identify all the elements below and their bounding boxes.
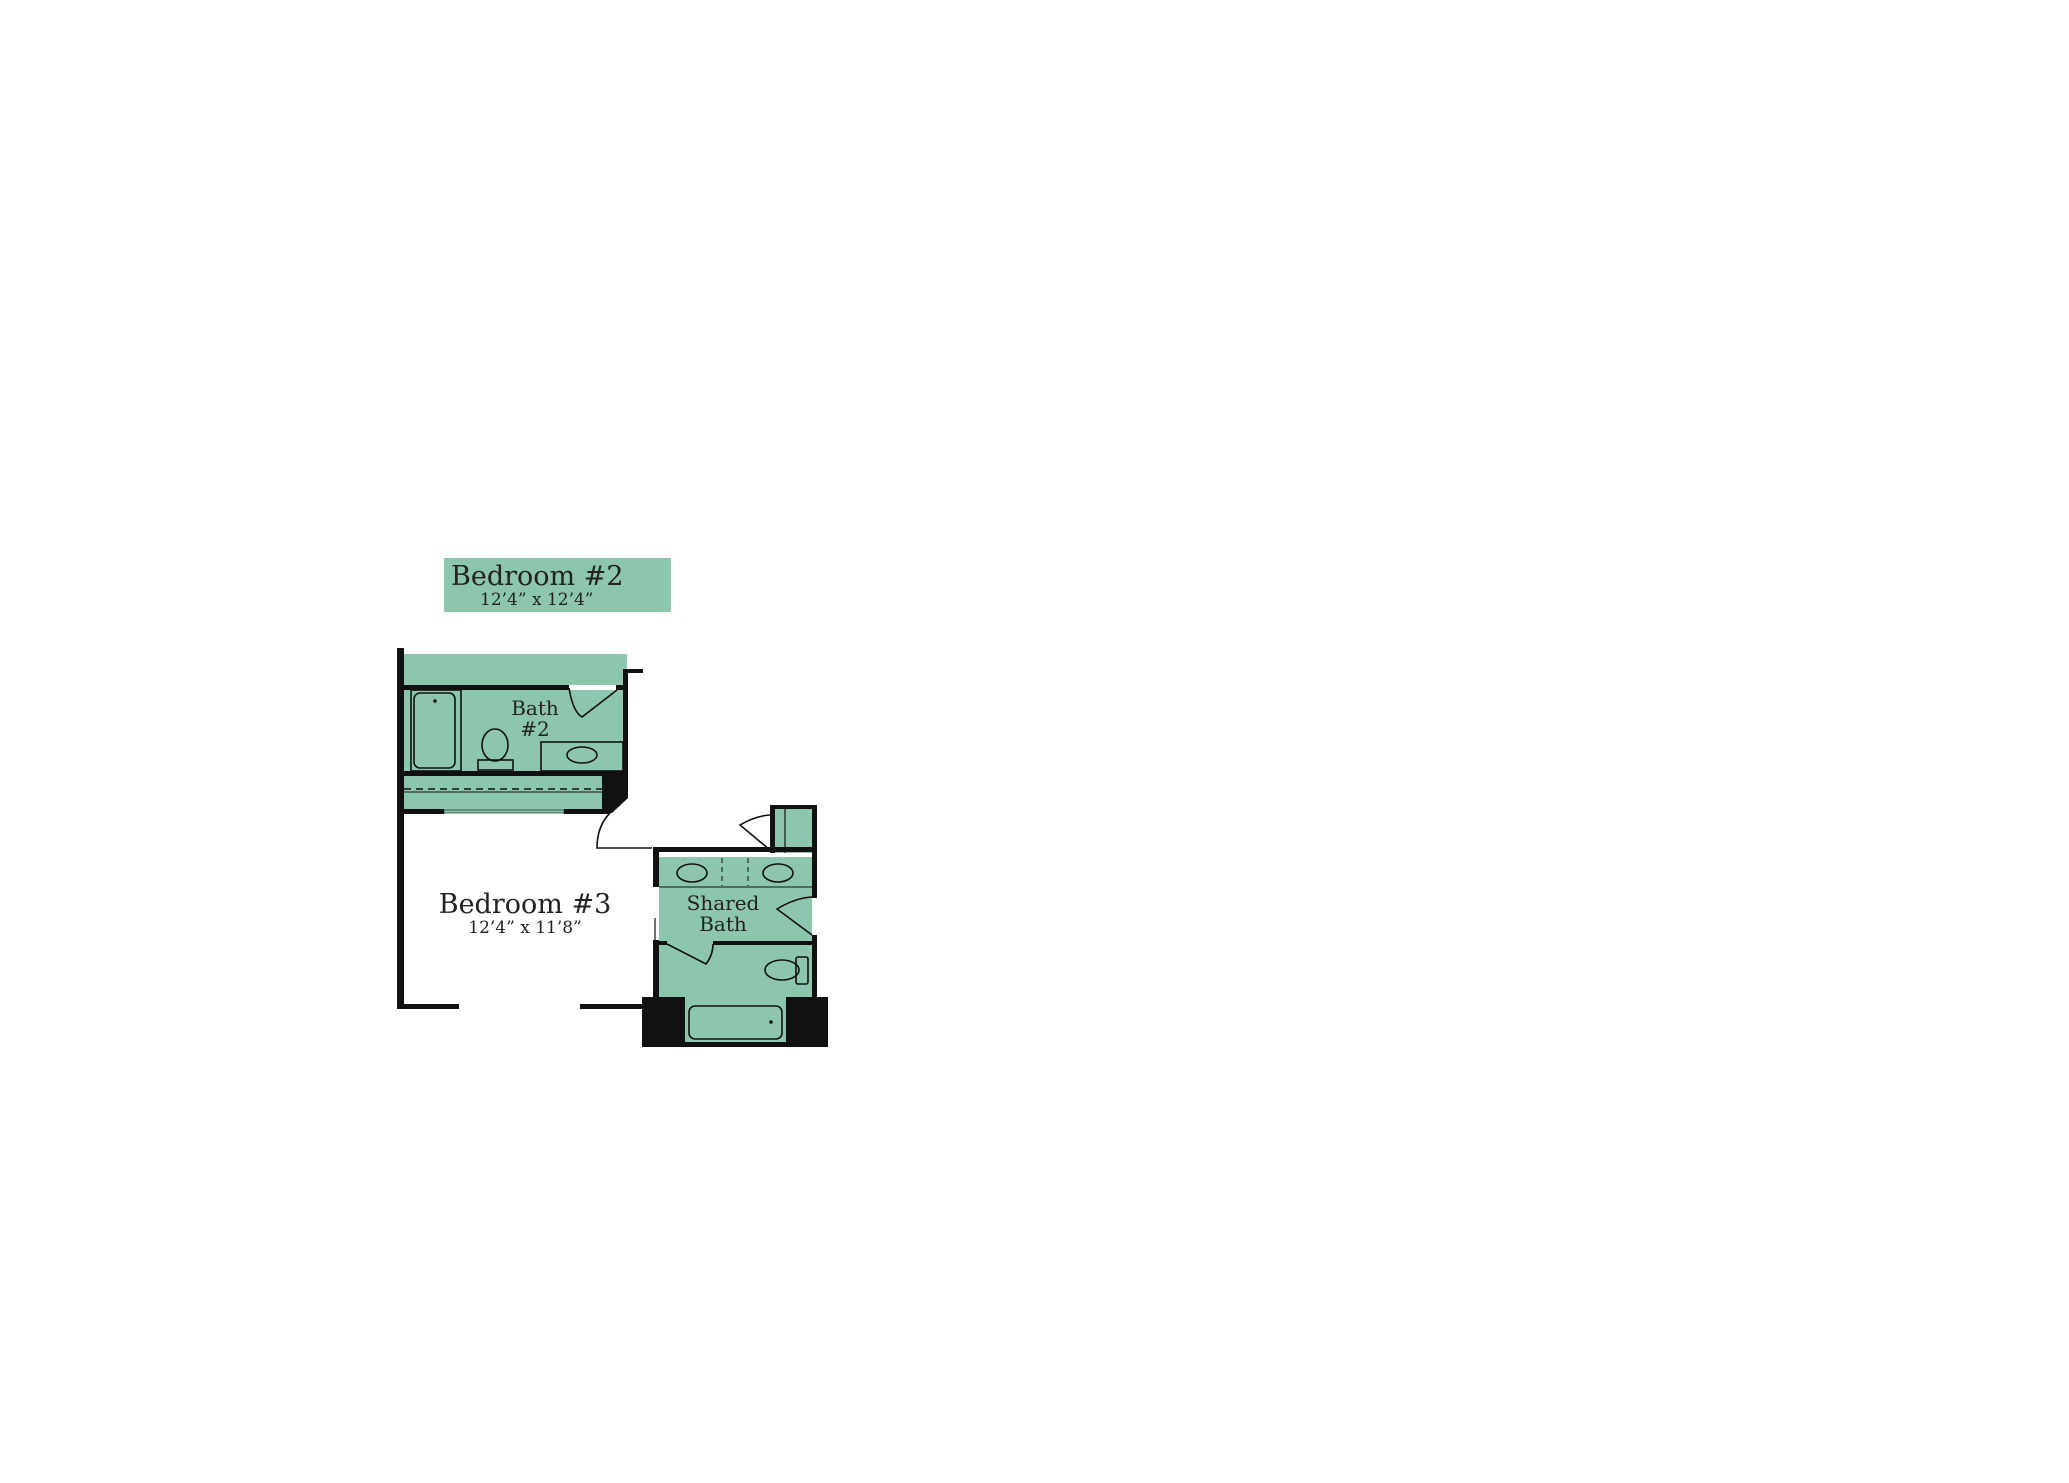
- bedroom-2-size: 12’4” x 12’4”: [480, 590, 593, 610]
- bedroom-3-size: 12’4” x 11’8”: [468, 918, 581, 938]
- bedroom-3-name: Bedroom #3: [439, 889, 612, 920]
- bedroom-3: Bedroom #3 12’4” x 11’8”: [397, 809, 653, 1009]
- shared-bath: Shared Bath: [642, 805, 828, 1047]
- bath-2-label-line1: Bath: [511, 696, 559, 720]
- bedroom-2-label: Bedroom #2 12’4” x 12’4”: [444, 558, 671, 612]
- bath-2-label-line2: #2: [520, 717, 549, 741]
- shared-bath-label-line2: Bath: [699, 912, 747, 936]
- bath-2: Bath #2: [397, 648, 643, 1009]
- bedroom-2-name: Bedroom #2: [451, 561, 624, 592]
- shared-bath-label-line1: Shared: [687, 891, 760, 915]
